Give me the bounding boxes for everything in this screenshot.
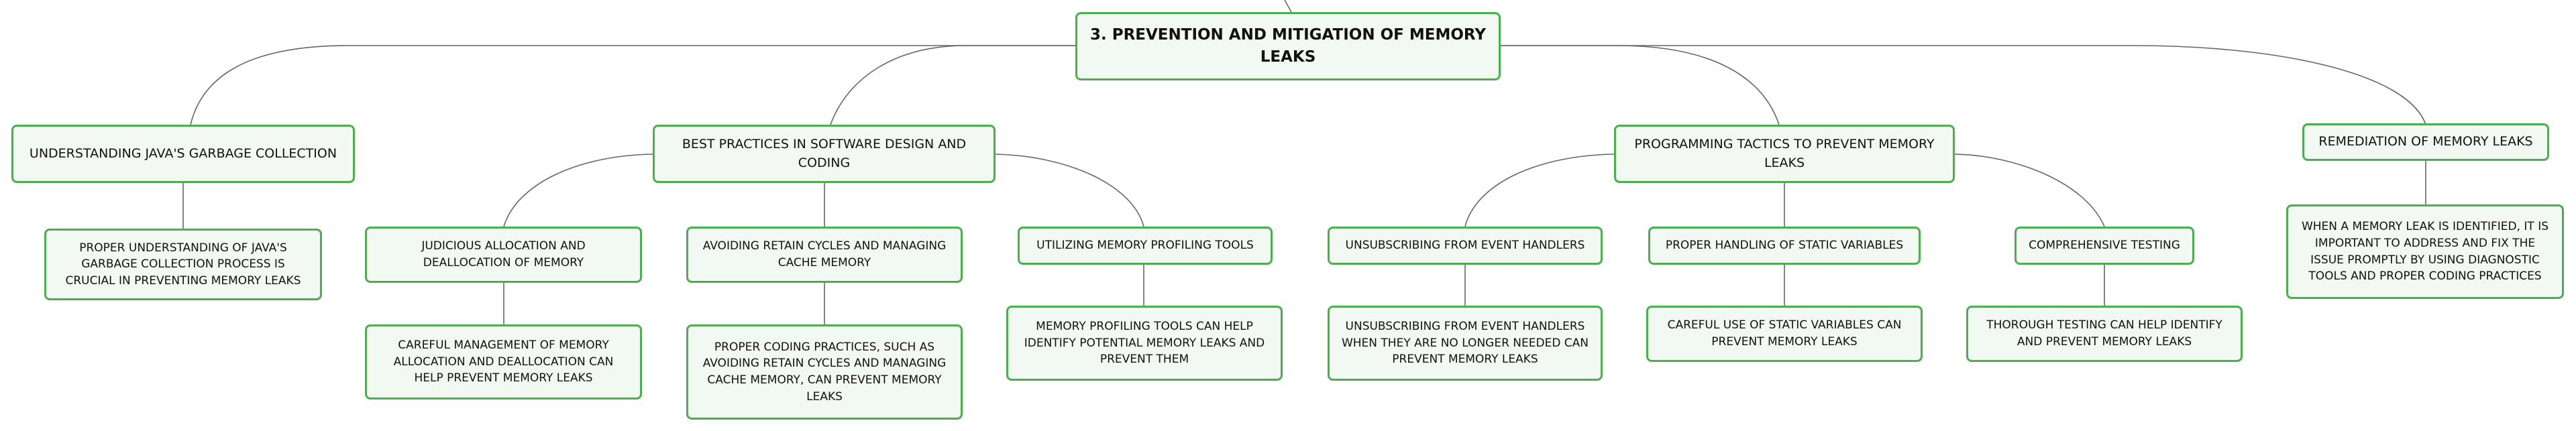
branch-remediation[interactable]: REMEDIATION OF MEMORY LEAKS xyxy=(2302,123,2549,161)
pt-static-variables-detail[interactable]: CAREFUL USE OF STATIC VARIABLES CAN PREV… xyxy=(1646,306,1923,362)
bp-profiling-tools[interactable]: UTILIZING MEMORY PROFILING TOOLS xyxy=(1018,227,1273,265)
pt-event-handlers[interactable]: UNSUBSCRIBING FROM EVENT HANDLERS xyxy=(1328,227,1603,265)
connector-parent-to-root xyxy=(1284,0,1292,13)
connector-pt-to-event-handlers xyxy=(1464,153,1615,227)
bp-allocation-detail[interactable]: CAREFUL MANAGEMENT OF MEMORY ALLOCATION … xyxy=(365,324,642,399)
connector-bp-to-profiling xyxy=(994,153,1144,227)
remediation-detail[interactable]: WHEN A MEMORY LEAK IS IDENTIFIED, IT IS … xyxy=(2286,204,2564,299)
pt-event-handlers-detail[interactable]: UNSUBSCRIBING FROM EVENT HANDLERS WHEN T… xyxy=(1328,306,1603,381)
bp-allocation[interactable]: JUDICIOUS ALLOCATION AND DEALLOCATION OF… xyxy=(365,227,642,283)
root-node[interactable]: 3. PREVENTION AND MITIGATION OF MEMORY L… xyxy=(1075,12,1501,80)
connector-pt-to-testing xyxy=(1954,153,2105,227)
bp-retain-cycles[interactable]: AVOIDING RETAIN CYCLES AND MANAGING CACH… xyxy=(686,227,963,283)
pt-comprehensive-testing[interactable]: COMPREHENSIVE TESTING xyxy=(2015,227,2194,265)
pt-static-variables[interactable]: PROPER HANDLING OF STATIC VARIABLES xyxy=(1648,227,1921,265)
bp-retain-cycles-detail[interactable]: PROPER CODING PRACTICES, SUCH AS AVOIDIN… xyxy=(686,324,963,420)
gc-detail[interactable]: PROPER UNDERSTANDING OF JAVA'S GARBAGE C… xyxy=(44,229,322,300)
bp-profiling-detail[interactable]: MEMORY PROFILING TOOLS CAN HELP IDENTIFY… xyxy=(1006,306,1283,381)
pt-testing-detail[interactable]: THOROUGH TESTING CAN HELP IDENTIFY AND P… xyxy=(1966,306,2243,362)
connector-bp-to-allocation xyxy=(503,153,653,227)
connector-root-to-remediation xyxy=(1501,45,2426,125)
branch-programming-tactics[interactable]: PROGRAMMING TACTICS TO PREVENT MEMORY LE… xyxy=(1614,125,1955,183)
branch-garbage-collection[interactable]: UNDERSTANDING JAVA'S GARBAGE COLLECTION xyxy=(11,125,355,183)
connector-root-to-best-practices xyxy=(830,45,1075,125)
connector-root-to-programming-tactics xyxy=(1501,45,1780,125)
branch-best-practices[interactable]: BEST PRACTICES IN SOFTWARE DESIGN AND CO… xyxy=(653,125,996,183)
connector-root-to-garbage-collection xyxy=(190,45,1075,125)
